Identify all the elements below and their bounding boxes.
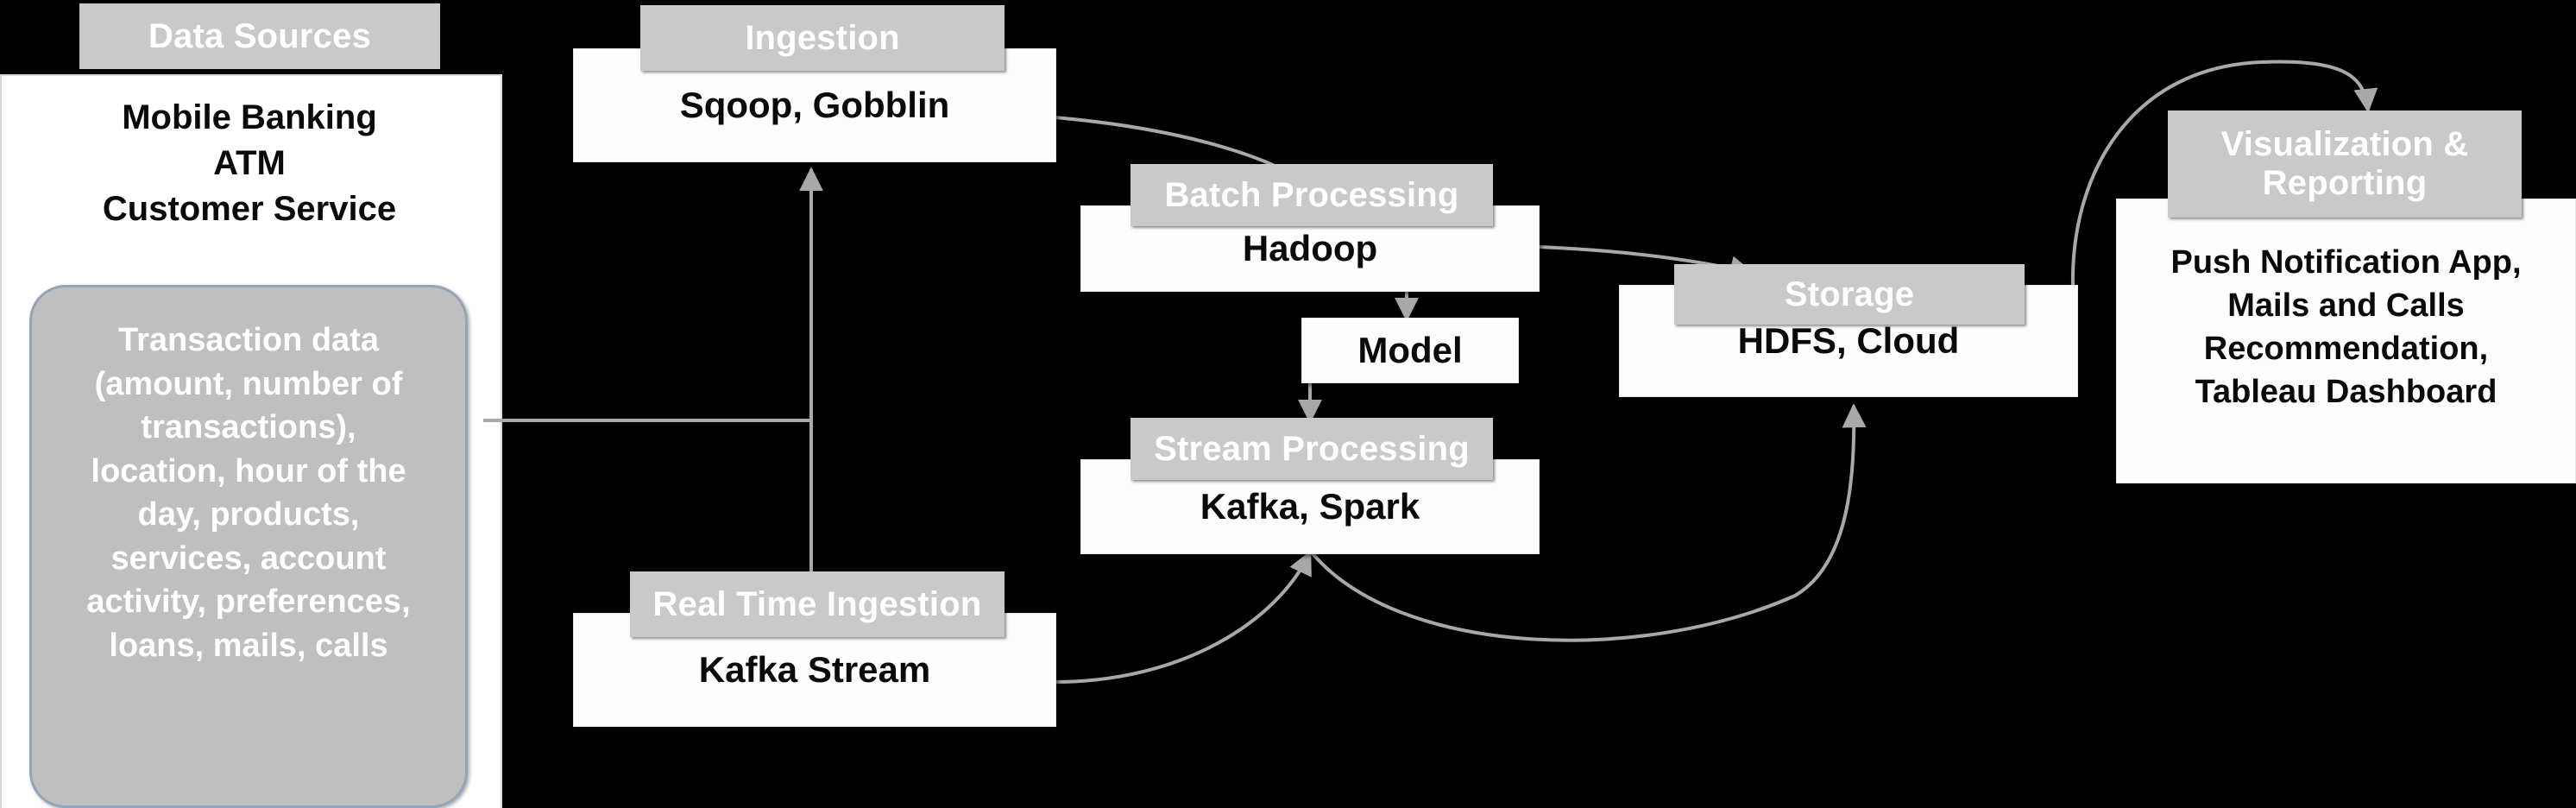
transaction-data-line-4: location, hour of the xyxy=(91,452,406,489)
transaction-data-line-6: services, account xyxy=(110,540,387,577)
visualization-body-line-4: Tableau Dashboard xyxy=(2195,374,2497,411)
ingestion-header: Ingestion xyxy=(640,5,1005,71)
storage-header: Storage xyxy=(1674,264,2025,325)
data-sources-line-1: Mobile Banking xyxy=(122,98,377,136)
data-sources-line-2: ATM xyxy=(213,143,286,182)
visualization-header-line-1: Visualization & xyxy=(2220,125,2469,164)
transaction-data-line-2: (amount, number of xyxy=(94,365,403,402)
batch-processing-header: Batch Processing xyxy=(1131,164,1493,226)
visualization-header-line-2: Reporting xyxy=(2262,164,2428,202)
model-box: Model xyxy=(1301,318,1519,383)
transaction-data-line-3: transactions), xyxy=(141,409,356,446)
visualization-header: Visualization & Reporting xyxy=(2168,110,2522,218)
connector-real-time-ingestion-to-stream-processing xyxy=(1054,550,1312,684)
visualization-body-line-3: Recommendation, xyxy=(2203,331,2489,368)
transaction-data-line-5: day, products, xyxy=(137,496,360,533)
transaction-data-line-8: loans, mails, calls xyxy=(109,627,388,664)
data-sources-line-3: Customer Service xyxy=(102,189,397,228)
transaction-data-line-1: Transaction data xyxy=(118,322,379,358)
visualization-body-line-2: Mails and Calls xyxy=(2227,287,2465,325)
visualization-body: Push Notification App, Mails and Calls R… xyxy=(2116,199,2576,483)
visualization-body-line-1: Push Notification App, xyxy=(2170,244,2522,281)
data-sources-header: Data Sources xyxy=(79,3,440,69)
transaction-data-line-7: activity, preferences, xyxy=(86,584,411,621)
stream-processing-header: Stream Processing xyxy=(1131,418,1493,480)
transaction-data-box: Transaction data (amount, number of tran… xyxy=(29,285,468,808)
data-sources-source-list: Mobile Banking ATM Customer Service xyxy=(0,95,499,231)
real-time-ingestion-header: Real Time Ingestion xyxy=(630,571,1005,637)
